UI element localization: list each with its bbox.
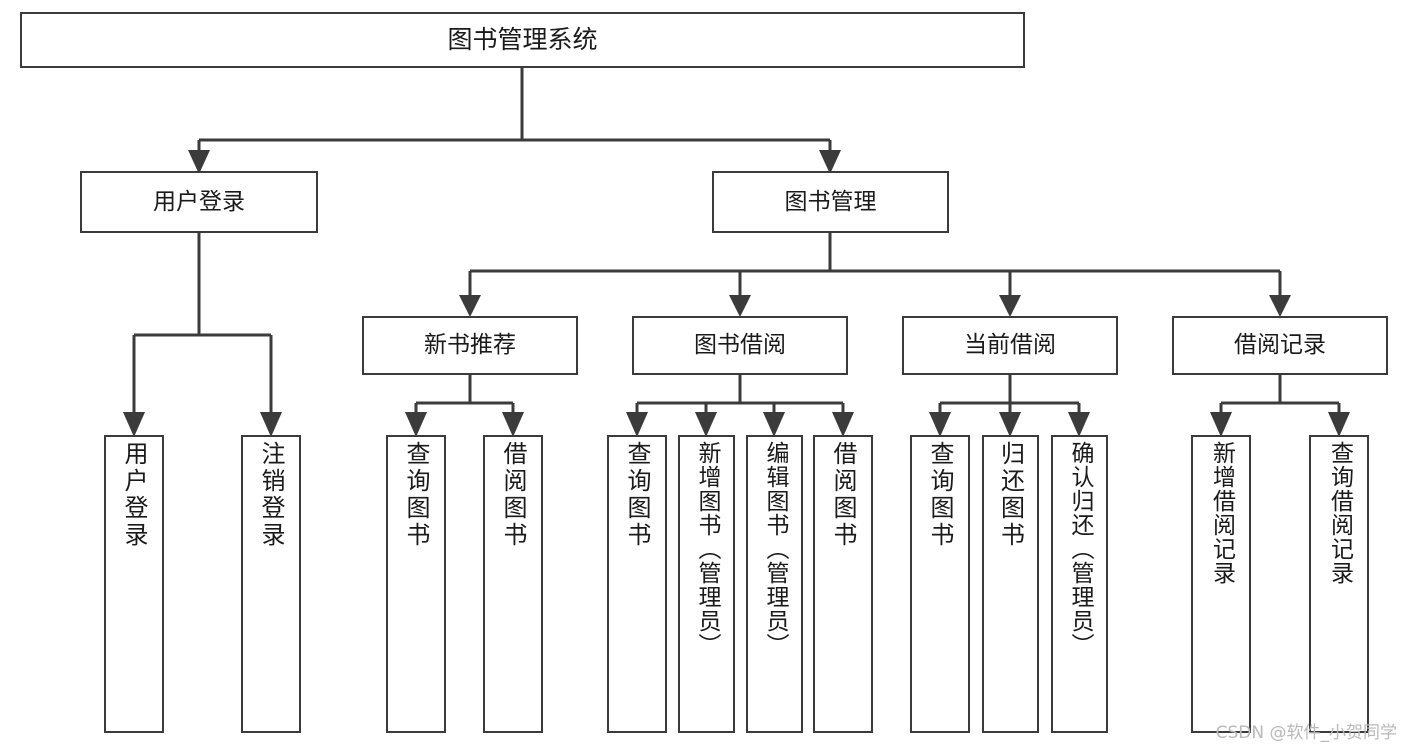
node-label: 用户登录 bbox=[120, 441, 148, 549]
node-label: 查询图书 bbox=[402, 441, 430, 549]
node-leaf-add-borrow-record[interactable]: 新增借阅记录 bbox=[1191, 435, 1251, 733]
node-label: 借阅图书 bbox=[499, 441, 527, 549]
node-new-book-recommend[interactable]: 新书推荐 bbox=[362, 316, 578, 375]
node-leaf-query-borrow-record[interactable]: 查询借阅记录 bbox=[1309, 435, 1369, 733]
node-leaf-logout[interactable]: 注销登录 bbox=[241, 435, 301, 733]
node-leaf-borrow-book-recommend[interactable]: 借阅图书 bbox=[483, 435, 543, 733]
node-label: 用户登录 bbox=[153, 188, 245, 215]
node-label: 新书推荐 bbox=[424, 332, 516, 359]
node-label: 借阅记录 bbox=[1234, 332, 1326, 359]
csdn-watermark: CSDN @软件_小贺同学 bbox=[1215, 723, 1397, 743]
node-leaf-user-login[interactable]: 用户登录 bbox=[104, 435, 164, 733]
node-leaf-confirm-return[interactable]: 确认归还（管理员） bbox=[1051, 435, 1108, 733]
node-user-login[interactable]: 用户登录 bbox=[80, 171, 318, 233]
node-label: 查询图书 bbox=[623, 441, 651, 549]
node-label: 图书管理系统 bbox=[447, 25, 598, 55]
node-leaf-add-book[interactable]: 新增图书（管理员） bbox=[678, 435, 735, 733]
node-book-management[interactable]: 图书管理 bbox=[712, 171, 949, 233]
node-leaf-edit-book[interactable]: 编辑图书（管理员） bbox=[746, 435, 803, 733]
node-label: 编辑图书（管理员） bbox=[762, 441, 788, 657]
node-book-borrow[interactable]: 图书借阅 bbox=[632, 316, 848, 375]
node-label: 查询借阅记录 bbox=[1326, 441, 1353, 585]
node-label: 图书管理 bbox=[784, 188, 877, 215]
node-label: 注销登录 bbox=[257, 441, 285, 549]
node-borrow-record[interactable]: 借阅记录 bbox=[1172, 316, 1388, 375]
node-label: 新增图书（管理员） bbox=[694, 441, 720, 657]
node-leaf-query-book-current[interactable]: 查询图书 bbox=[910, 435, 970, 733]
node-leaf-query-book-borrow[interactable]: 查询图书 bbox=[607, 435, 667, 733]
node-leaf-return-book[interactable]: 归还图书 bbox=[982, 435, 1039, 733]
node-label: 新增借阅记录 bbox=[1208, 441, 1235, 585]
node-label: 图书借阅 bbox=[694, 332, 786, 359]
node-root-system[interactable]: 图书管理系统 bbox=[20, 12, 1025, 68]
node-label: 当前借阅 bbox=[964, 332, 1056, 359]
node-label: 确认归还（管理员） bbox=[1067, 441, 1093, 657]
node-label: 查询图书 bbox=[926, 441, 954, 549]
node-label: 借阅图书 bbox=[829, 441, 857, 549]
node-current-borrow[interactable]: 当前借阅 bbox=[902, 316, 1118, 375]
node-leaf-query-book-recommend[interactable]: 查询图书 bbox=[386, 435, 446, 733]
node-leaf-borrow-book[interactable]: 借阅图书 bbox=[813, 435, 873, 733]
node-label: 归还图书 bbox=[996, 441, 1025, 549]
